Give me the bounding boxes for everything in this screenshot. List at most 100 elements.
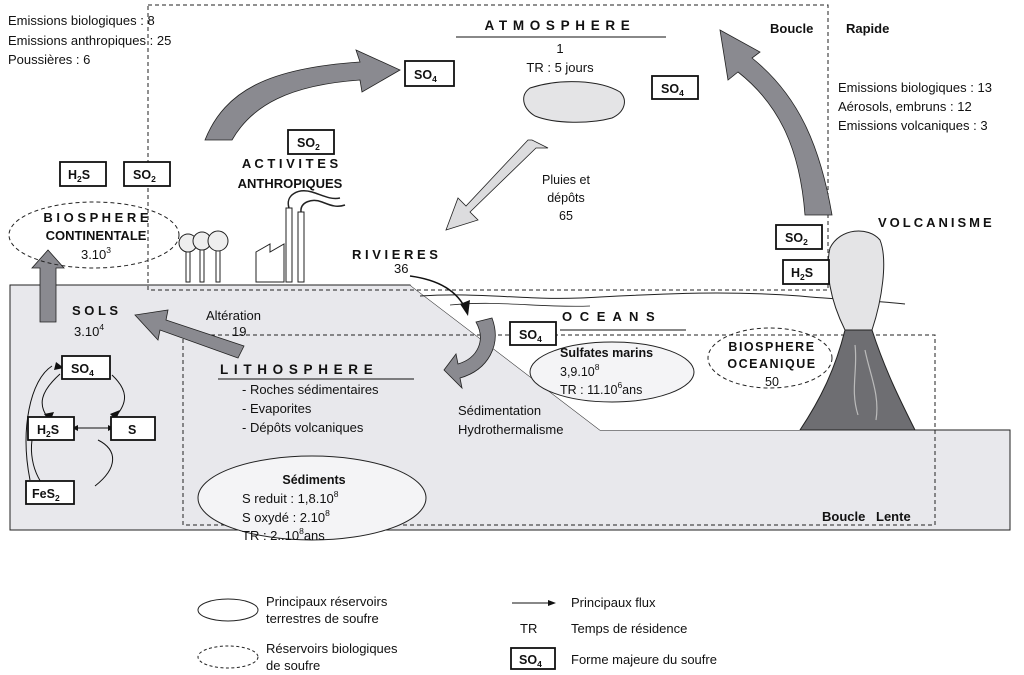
legend-so4-box: SO4 bbox=[510, 647, 556, 670]
lithosphere-item-1: - Roches sédimentaires bbox=[242, 382, 379, 397]
rivers-value: 36 bbox=[394, 261, 408, 276]
svg-text:SO2: SO2 bbox=[297, 136, 320, 152]
sediments-ellipse bbox=[197, 455, 427, 541]
emission-right-3: Emissions volcaniques : 3 bbox=[838, 118, 988, 133]
svg-text:SO2: SO2 bbox=[133, 168, 156, 184]
sedimentation-label: Sédimentation bbox=[458, 403, 541, 418]
atmosphere-stock: 1 bbox=[556, 41, 563, 56]
biosphere-continental-title: B I O S P H E R E bbox=[43, 210, 149, 225]
legend-dashed-ellipse bbox=[197, 645, 259, 669]
h2s-box-volcano: H2S bbox=[782, 259, 830, 285]
factory-icon bbox=[255, 190, 346, 283]
sediments-tr: TR : 2..108ans bbox=[242, 526, 325, 543]
fes2-box-soil: FeS2 bbox=[25, 480, 75, 505]
fast-loop-box bbox=[147, 4, 829, 291]
arrow-sedimentation bbox=[443, 317, 496, 390]
svg-text:H2S: H2S bbox=[68, 168, 90, 184]
arrow-soils-to-biosphere bbox=[31, 249, 65, 323]
biosphere-oceanic-ellipse bbox=[707, 327, 833, 389]
volcanism-title: VOLCANISME bbox=[878, 215, 995, 230]
activities-title-2: ANTHROPIQUES bbox=[238, 176, 343, 191]
svg-text:SO4: SO4 bbox=[71, 362, 94, 378]
lithosphere-title: LITHOSPHERE bbox=[220, 362, 378, 377]
legend-solid-ellipse bbox=[197, 598, 259, 622]
svg-text:H2S: H2S bbox=[37, 423, 59, 439]
so4-box-soil: SO4 bbox=[61, 355, 111, 380]
biosphere-continental-title-2: CONTINENTALE bbox=[46, 228, 147, 243]
svg-text:SO4: SO4 bbox=[519, 653, 542, 669]
legend-tr-abbr: TR bbox=[520, 621, 537, 636]
legend-flux-head bbox=[548, 600, 556, 606]
trees-icon bbox=[178, 230, 229, 283]
h2s-box-biosphere: H2S bbox=[59, 161, 107, 187]
marine-sulfates-ellipse bbox=[529, 341, 695, 403]
arrow-emissions-right bbox=[719, 29, 833, 216]
slow-loop-label: Boucle bbox=[822, 509, 865, 524]
s-box-soil: S bbox=[110, 416, 156, 441]
so2-box-volcano: SO2 bbox=[775, 224, 823, 250]
arrow-rivers-head bbox=[460, 300, 470, 316]
arrow-rain bbox=[445, 139, 549, 231]
emission-left-3: Poussières : 6 bbox=[8, 52, 90, 67]
legend-tr-label: Temps de résidence bbox=[571, 621, 687, 636]
biosphere-oceanic-title-2: OCEANIQUE bbox=[727, 357, 816, 371]
biosphere-continental-ellipse bbox=[8, 201, 180, 269]
svg-text:SO2: SO2 bbox=[785, 231, 808, 247]
arrow-alteration bbox=[134, 309, 245, 359]
lithosphere-item-3: - Dépôts volcaniques bbox=[242, 420, 364, 435]
emission-right-2: Aérosols, embruns : 12 bbox=[838, 99, 972, 114]
cloud-icon bbox=[523, 81, 625, 123]
hydrothermalism-label: Hydrothermalisme bbox=[458, 422, 563, 437]
sediments-reduced: S reduit : 1,8.108 bbox=[242, 489, 339, 506]
activities-title: A C T I V I T E S bbox=[242, 156, 339, 171]
rain-label: Pluies et bbox=[542, 173, 590, 187]
h2s-box-soil: H2S bbox=[27, 416, 75, 441]
svg-text:SO4: SO4 bbox=[519, 328, 542, 344]
sediments-title: Sédiments bbox=[282, 473, 345, 487]
atmosphere-title: ATMOSPHERE bbox=[485, 18, 636, 33]
lithosphere-item-2: - Evaporites bbox=[242, 401, 312, 416]
emission-left-1: Emissions biologiques : 8 bbox=[8, 13, 155, 28]
rivers-title: R I V I E R E S bbox=[352, 247, 438, 262]
svg-text:S: S bbox=[128, 423, 136, 437]
volcano-lava bbox=[853, 344, 878, 421]
legend-form-label: Forme majeure du soufre bbox=[571, 652, 717, 667]
marine-sulfates-tr: TR : 11.106ans bbox=[560, 380, 642, 397]
so2-box-activities: SO2 bbox=[287, 129, 335, 155]
oceans-title: O C E A N S bbox=[562, 309, 657, 324]
emission-left-2: Emissions anthropiques : 25 bbox=[8, 33, 171, 48]
slow-loop-label-2: Lente bbox=[876, 509, 911, 524]
legend-solid-label: Principaux réservoirs bbox=[266, 594, 388, 609]
alteration-value: 19 bbox=[232, 324, 246, 339]
marine-sulfates-value: 3,9.108 bbox=[560, 362, 600, 379]
so4-box-volcano: SO4 bbox=[651, 75, 699, 100]
soils-value: 3.104 bbox=[74, 322, 104, 339]
legend-dashed-label: Réservoirs biologiques bbox=[266, 641, 398, 656]
fast-loop-label-2: Rapide bbox=[846, 21, 889, 36]
fast-loop-label: Boucle bbox=[770, 21, 813, 36]
legend-dashed-label-2: de soufre bbox=[266, 658, 320, 673]
svg-text:SO4: SO4 bbox=[661, 82, 684, 98]
slow-loop-box bbox=[182, 334, 936, 526]
legend: Principaux réservoirs terrestres de souf… bbox=[197, 594, 717, 673]
biosphere-oceanic-title: BIOSPHERE bbox=[728, 340, 815, 354]
biosphere-continental-value: 3.103 bbox=[81, 245, 111, 262]
marine-sulfates-title: Sulfates marins bbox=[560, 346, 653, 360]
legend-solid-label-2: terrestres de soufre bbox=[266, 611, 379, 626]
rain-value: 65 bbox=[559, 209, 573, 223]
svg-text:SO4: SO4 bbox=[414, 68, 437, 84]
soils-title: S O L S bbox=[72, 303, 118, 318]
svg-text:H2S: H2S bbox=[791, 266, 813, 282]
alteration-label: Altération bbox=[206, 308, 261, 323]
sediments-oxidized: S oxydé : 2.108 bbox=[242, 508, 330, 525]
so4-box-atmosphere: SO4 bbox=[404, 60, 455, 87]
so2-box-biosphere: SO2 bbox=[123, 161, 171, 187]
so4-box-ocean: SO4 bbox=[509, 321, 557, 346]
biosphere-oceanic-value: 50 bbox=[765, 375, 779, 389]
atmosphere-residence: TR : 5 jours bbox=[526, 60, 594, 75]
rain-label-2: dépôts bbox=[547, 191, 585, 205]
svg-text:FeS2: FeS2 bbox=[32, 487, 60, 503]
volcano-plume bbox=[827, 230, 885, 331]
legend-flux-label: Principaux flux bbox=[571, 595, 656, 610]
